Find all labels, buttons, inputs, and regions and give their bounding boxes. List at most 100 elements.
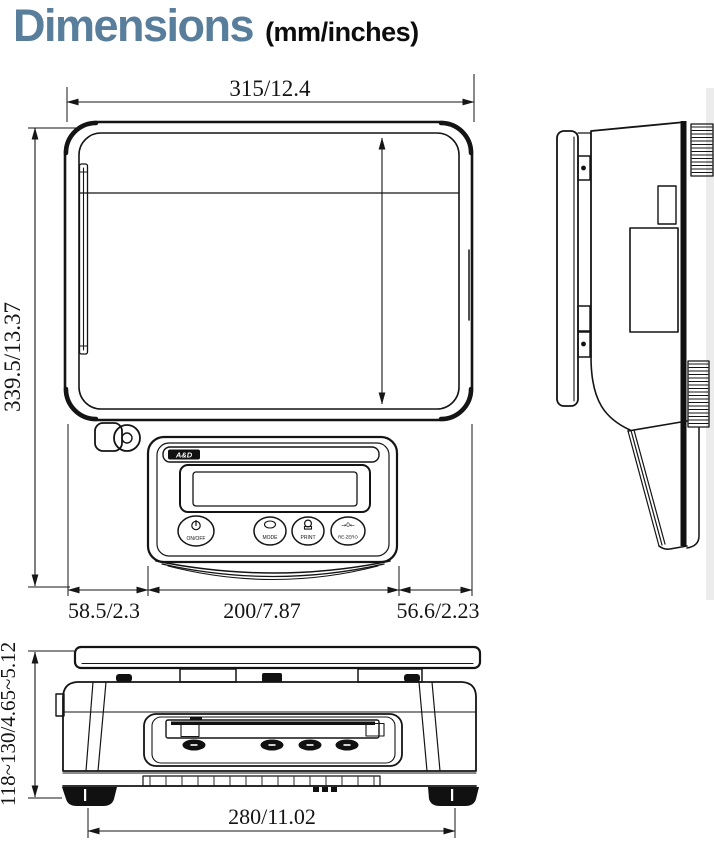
page-edge-shading	[706, 88, 714, 600]
side-hook-front	[55, 693, 65, 717]
panel-housing-outer	[146, 435, 399, 564]
lower-housing-edge	[686, 427, 700, 549]
panel-housing-inner	[156, 442, 390, 557]
base-mark	[331, 787, 337, 792]
foot-right[interactable]	[428, 787, 479, 806]
front-buttons	[182, 739, 359, 751]
level-bubble-inner	[121, 432, 133, 444]
foot-slit	[451, 789, 454, 801]
connector-port	[657, 185, 677, 225]
body-lower-curve	[590, 356, 631, 431]
button-label: MODE	[263, 535, 279, 541]
front-display-end-cap	[365, 722, 385, 737]
dim-overall-width: 315/12.4	[229, 76, 311, 101]
print-icon	[303, 519, 313, 530]
panel-base-curve	[155, 560, 391, 574]
pan-corner-bumper	[63, 120, 99, 156]
dim-overall-depth: 339.5/13.37	[0, 302, 25, 412]
base-mark	[313, 787, 319, 792]
front-display-end-cap	[180, 723, 200, 738]
extension-lines	[28, 127, 79, 588]
pan-bump	[262, 673, 282, 682]
button-label: PRINT	[301, 535, 316, 541]
body-outline	[62, 681, 477, 772]
pan-support-tab	[577, 331, 591, 358]
pan-slab	[556, 130, 579, 407]
corner-slant-lines	[85, 681, 441, 772]
title-units: (mm/inches)	[265, 17, 419, 47]
tab-bump	[581, 341, 586, 347]
pan-bump	[116, 674, 132, 682]
tab-bump	[581, 165, 586, 171]
front-display-band	[165, 719, 380, 739]
display-lcd	[192, 471, 358, 507]
dim-height-range: 118~130/4.65~5.12	[0, 642, 20, 806]
wedge-bottom	[658, 545, 688, 550]
page-title: Dimensions (mm/inches)	[13, 0, 419, 52]
rezero-icon: →0←	[341, 522, 355, 529]
pan-front	[73, 645, 482, 670]
knurl-texture	[688, 363, 709, 424]
panel-base-curve	[161, 563, 385, 578]
front-view-dimensions: 118~130/4.65~5.12 280/11.02	[0, 642, 456, 838]
button-print[interactable]: PRINT	[291, 516, 325, 546]
button-label: ON/OFF	[187, 536, 206, 542]
dim-left-offset: 58.5/2.3	[68, 598, 140, 623]
pan-support-tab	[577, 305, 591, 332]
button-on-off[interactable]: ON/OFF	[177, 515, 215, 547]
dim-right-offset: 56.6/2.23	[396, 598, 479, 623]
panel-base-curve	[167, 565, 379, 580]
left-bracket	[78, 163, 89, 355]
brand-logo: A&D	[168, 449, 200, 460]
pan-corner-bumper	[438, 386, 474, 422]
title-dimensions: Dimensions	[13, 0, 255, 51]
body-back-plate	[680, 121, 687, 546]
base-mark	[322, 787, 328, 792]
top-view-dimensions: 315/12.4 339.5/13.37 58.5/2.3 200/7.87 5…	[0, 74, 480, 623]
power-icon	[191, 519, 201, 531]
pan-bump	[404, 674, 420, 682]
control-panel: A&D ON/OFF MODE	[146, 435, 399, 580]
top-view: A&D ON/OFF MODE	[63, 120, 474, 580]
extension-lines	[28, 650, 74, 799]
knurl-texture	[691, 126, 713, 173]
level-bubble-outer	[113, 424, 141, 452]
button-mode[interactable]: MODE	[253, 516, 287, 546]
pan-corner-bumper	[63, 386, 99, 422]
adjustable-foot-top[interactable]	[690, 123, 714, 177]
front-panel-outer	[143, 713, 403, 767]
front-body	[55, 681, 477, 787]
wedge-top	[627, 420, 688, 432]
extension-lines	[67, 424, 473, 596]
display-bezel	[179, 464, 371, 513]
pan-support	[179, 668, 237, 683]
vent-ticks	[149, 776, 375, 786]
bracket-body	[78, 163, 89, 355]
pan-corner-bumper	[438, 120, 474, 156]
dim-base-width: 280/11.02	[228, 804, 316, 829]
display-wedge	[627, 420, 688, 550]
pan-outer	[63, 120, 474, 422]
front-display-shadow	[171, 721, 375, 725]
dim-display-width: 200/7.87	[223, 598, 301, 623]
front-panel	[143, 713, 403, 767]
battery-compartment	[629, 227, 679, 333]
side-view	[556, 121, 714, 550]
button-label: RE-ZERO	[338, 535, 358, 540]
level-hook	[94, 422, 141, 452]
front-panel-inner	[151, 716, 396, 764]
pan-support-tab	[577, 155, 591, 181]
pan-inner	[78, 132, 460, 410]
adjustable-foot-bottom[interactable]	[687, 360, 710, 428]
vent-rail	[142, 775, 381, 792]
wedge-front-lines	[627, 429, 666, 547]
brand-logo-front	[190, 716, 202, 721]
foot-slit	[84, 789, 87, 801]
front-view	[55, 645, 482, 806]
brand-logo-text: A&D	[175, 451, 193, 460]
button-re-zero[interactable]: →0← RE-ZERO	[330, 516, 366, 546]
foot-left[interactable]	[62, 787, 117, 806]
panel-top-strip	[162, 446, 380, 463]
mode-icon	[263, 520, 277, 529]
